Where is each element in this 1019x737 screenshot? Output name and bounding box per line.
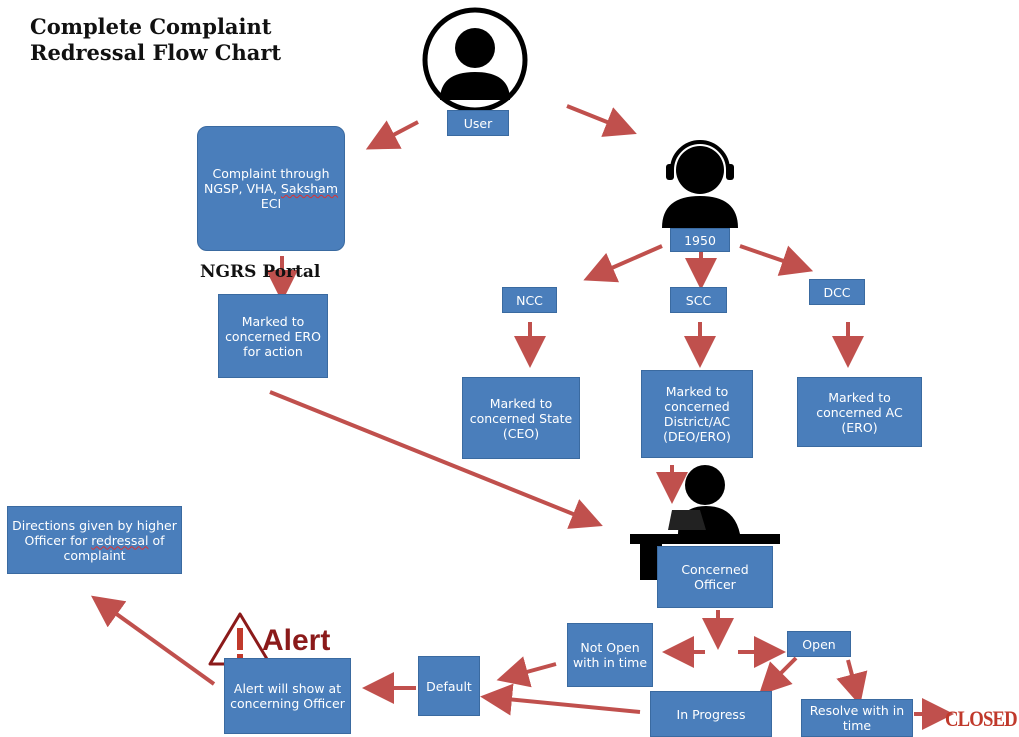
ncc-box: NCC [502,287,557,313]
marked-state-box: Marked to concerned State (CEO) [462,377,580,459]
closed-stamp: CLOSED [945,706,1018,731]
concerned-officer-box: Concerned Officer [657,546,773,608]
user-icon [422,7,528,113]
resolve-box: Resolve with in time [801,699,913,737]
directions-box: Directions given by higher Officer for r… [7,506,182,574]
directions-text: Directions given by higher Officer for [12,517,177,548]
complaint-text: Complaint through NGSP, VHA, [203,166,330,196]
marked-ero-box: Marked to concerned ERO for action [218,294,328,378]
marked-ac-box: Marked to concerned AC (ERO) [797,377,922,447]
scc-box: SCC [670,287,727,313]
in-progress-box: In Progress [650,691,772,737]
title-line-2: Redressal Flow Chart [30,40,282,65]
helpline-1950-box: 1950 [670,228,730,252]
not-open-box: Not Open with in time [567,623,653,687]
headset-agent-icon [662,140,738,228]
default-box: Default [418,656,480,716]
complaint-eci-text: ECI [260,196,282,211]
directions-redressal-text: redressal [91,532,149,548]
dcc-box: DCC [809,279,865,305]
alert-warning-icon [208,612,272,666]
alert-label: Alert [262,624,331,657]
title-line-1: Complete Complaint [30,14,272,39]
directions-label: Directions given by higher Officer for r… [12,518,177,563]
complaint-saksham-text: Saksham [280,181,339,196]
directions-text-2: of complaint [63,532,165,563]
open-box: Open [787,631,851,657]
chart-title: Complete Complaint Redressal Flow Chart [30,14,281,66]
alert-box: Alert will show at concerning Officer [224,658,351,734]
complaint-channels-label: Complaint through NGSP, VHA, Saksham ECI [202,166,340,211]
complaint-channels-box: Complaint through NGSP, VHA, Saksham ECI [197,126,345,251]
user-box: User [447,110,509,136]
officer-at-desk-icon [630,465,780,580]
flow-arrows [91,104,954,730]
ngrs-portal-label: NGRS Portal [200,262,321,282]
marked-district-box: Marked to concerned District/AC (DEO/ERO… [641,370,753,458]
